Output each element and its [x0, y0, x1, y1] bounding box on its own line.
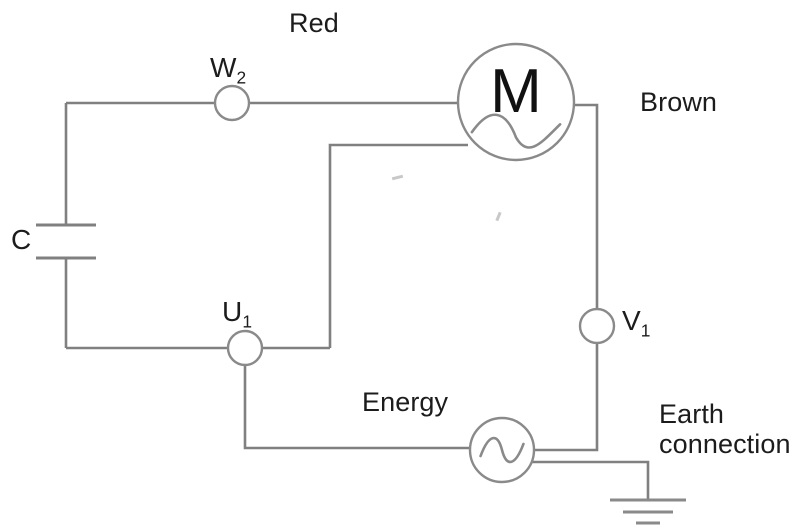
earth-ground-icon — [610, 498, 686, 525]
ac-source-sine-wave-icon — [479, 436, 525, 464]
label-earth-line1: Earth — [659, 399, 725, 429]
label-energy: Energy — [362, 387, 449, 417]
capacitor-symbol — [36, 223, 96, 260]
wire-motor-right-lead — [572, 103, 599, 309]
motor-sine-wave-icon — [470, 113, 562, 149]
ac-source-symbol — [468, 416, 536, 484]
label-terminal-v1: V1 — [622, 305, 650, 341]
terminal-w2-circle[interactable] — [213, 84, 251, 122]
label-terminal-w2: W2 — [210, 52, 246, 88]
terminal-group — [213, 84, 616, 367]
wire-v1-down-to-supply — [534, 343, 599, 452]
terminal-u1-circle[interactable] — [226, 329, 264, 367]
label-brown: Brown — [640, 87, 718, 117]
label-terminal-v1-subscript: 1 — [640, 320, 651, 341]
label-terminal-w2-base: W — [210, 52, 237, 83]
wire-group — [64, 101, 650, 500]
label-capacitor-c: C — [11, 224, 32, 255]
label-earth-line2: connection — [659, 429, 791, 460]
label-terminal-u1-base: U — [222, 296, 243, 327]
label-terminal-w2-subscript: 2 — [236, 67, 247, 88]
wire-motor-second-lead — [328, 143, 468, 348]
motor-circle — [456, 42, 576, 162]
motor-symbol: M — [456, 42, 576, 162]
label-terminal-v1-base: V — [622, 305, 641, 336]
label-terminal-u1: U1 — [222, 296, 252, 332]
wire-u1-down-to-supply-rail — [243, 365, 470, 450]
terminal-v1-circle[interactable] — [578, 307, 616, 345]
wire-supply-to-earth — [530, 460, 650, 500]
label-terminal-u1-subscript: 1 — [242, 311, 252, 332]
label-red: Red — [289, 8, 339, 38]
